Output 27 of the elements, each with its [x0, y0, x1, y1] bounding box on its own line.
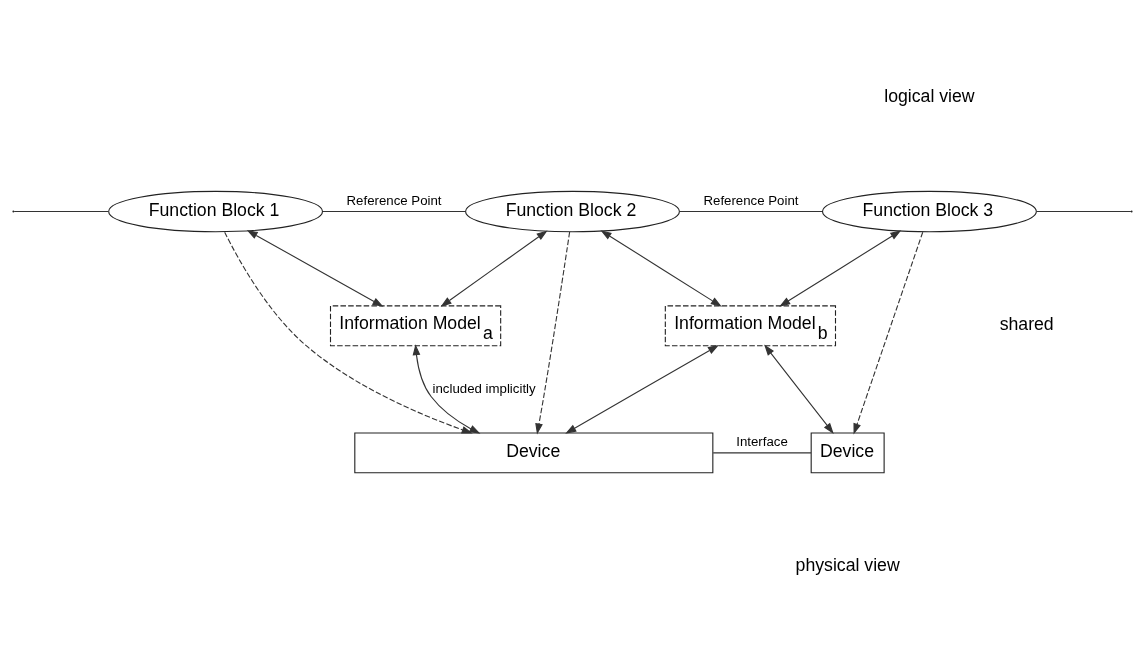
edge-label: Interface — [736, 433, 788, 449]
connector — [1036, 210, 1132, 212]
arrow — [224, 231, 473, 433]
label: logical view — [884, 85, 975, 106]
edge-label: included implicitly — [432, 380, 536, 396]
arrow — [779, 229, 902, 307]
arrow — [412, 343, 481, 434]
node-ellipse: Function Block 3 — [821, 190, 1037, 232]
node-ellipse: Function Block 2 — [465, 190, 680, 232]
node-ellipse: Function Block 1 — [108, 190, 324, 232]
arrow — [764, 344, 834, 434]
arrow — [246, 229, 384, 307]
edge-label: Reference Point — [346, 191, 442, 207]
connector — [322, 210, 466, 212]
connector — [712, 451, 812, 453]
arrow — [535, 230, 571, 434]
arrow — [565, 344, 719, 434]
arrow — [600, 229, 722, 307]
label: physical view — [795, 554, 900, 575]
node-box: Device — [354, 431, 714, 473]
arrow — [853, 231, 924, 435]
node-box: Device — [810, 431, 885, 473]
edge-label: Reference Point — [703, 191, 799, 207]
label: shared — [999, 313, 1054, 334]
arrow — [440, 229, 548, 307]
connector — [13, 210, 109, 212]
connector — [679, 210, 823, 212]
